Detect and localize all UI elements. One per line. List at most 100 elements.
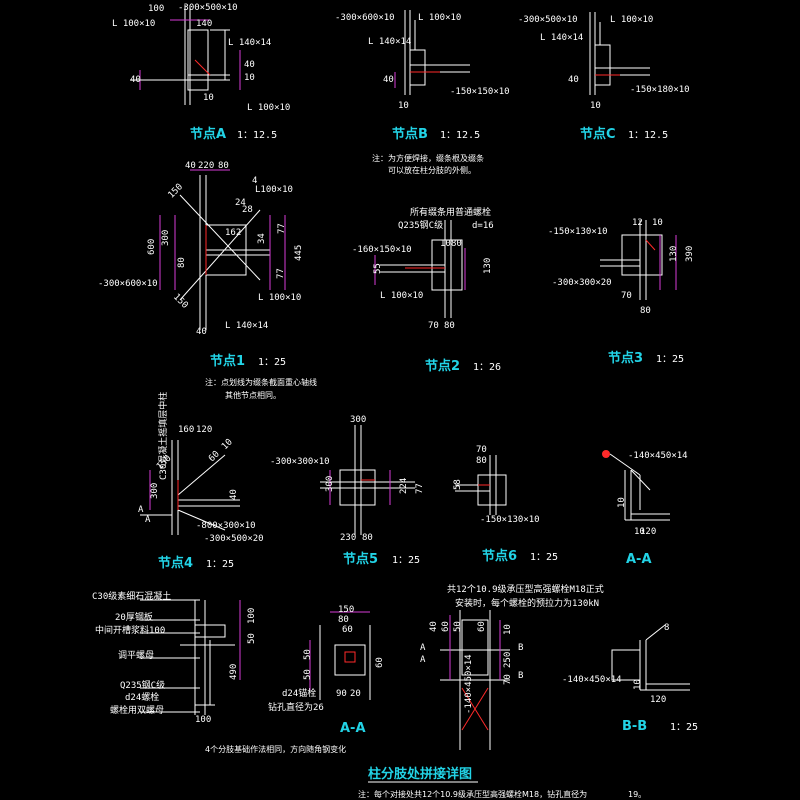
- foundation-dim-100: 100: [195, 715, 211, 725]
- node-3-plate1-label: -150×130×10: [548, 227, 608, 237]
- section-bb: 8 -140×450×14 10 120 B-B 1：25: [562, 623, 698, 734]
- node-1-dim-150b: 150: [171, 292, 190, 311]
- splice-detail: 共12个10.9级承压型高强螺栓M18正式 安装时，每个螺栓的预拉力为130kN…: [420, 583, 604, 750]
- foundation-note: 4个分肢基础作法相同，方向随角钢变化: [205, 744, 346, 754]
- node-3-plate2-label: -300×300×20: [552, 278, 612, 288]
- splice-dim-60: 60: [441, 621, 451, 632]
- node-4-dim-120: 120: [196, 425, 212, 435]
- node-c-plate2-label: -150×180×10: [630, 85, 690, 95]
- foundation-label-2: 20厚钢板: [115, 611, 153, 623]
- node-1-dim-80b: 80: [177, 257, 187, 268]
- foundation-label-4: 调平螺母: [118, 650, 154, 661]
- node-1-dim-40a: 40: [185, 161, 196, 171]
- node-5-dim-300b: 300: [325, 476, 335, 492]
- node-3: 12 10 -150×130×10 130 390 -300×300×20 70…: [548, 218, 695, 366]
- splice-label-a2: A: [420, 655, 426, 665]
- node-1-angle2-label: L 100×10: [258, 293, 301, 303]
- node-a-scale: 1：12.5: [237, 130, 277, 141]
- node-c-dim-40: 40: [568, 75, 579, 85]
- node-1-dim-80: 80: [218, 161, 229, 171]
- node-3-dim-390: 390: [685, 246, 695, 262]
- node-1-dim-34: 34: [257, 233, 267, 244]
- node-1-angle1-label: L100×10: [255, 185, 293, 195]
- foundation-label-5: Q235钢C级: [120, 679, 165, 691]
- node-1-dim-24: 24: [235, 198, 246, 208]
- section-bb-plate-label: -140×450×14: [562, 675, 622, 685]
- section-bb-dim-120: 120: [650, 695, 666, 705]
- node-b-title: 节点B: [392, 126, 428, 142]
- node-5-dim-77: 77: [415, 483, 425, 494]
- node-1-plate-label: -300×600×10: [98, 279, 158, 289]
- node-a: 100 -300×500×10 L 100×10 140 L 140×14 40…: [112, 3, 290, 142]
- foundation-label-3: 中间开槽浆料100: [95, 624, 165, 636]
- node-5-dim-224: 224: [399, 478, 409, 494]
- node-2-dim-70: 70: [428, 321, 439, 331]
- node-c: -300×500×10 L 100×10 L 140×14 -150×180×1…: [518, 12, 690, 142]
- splice-heading-2: 安装时，每个螺栓的预拉力为130kN: [455, 597, 599, 609]
- node-2-dim-80: 80: [451, 239, 462, 249]
- node-4-scale: 1：25: [206, 559, 234, 570]
- node-c-dim-10: 10: [590, 101, 601, 111]
- node-2-dim-130: 130: [483, 258, 493, 274]
- node-4-label-a: A: [138, 505, 144, 515]
- section-aa2-dim-60: 60: [342, 625, 353, 635]
- node-c-title: 节点C: [580, 126, 616, 142]
- node-6-plate-label: -150×130×10: [480, 515, 540, 525]
- node-b: -300×600×10 L 100×10 L 140×14 -150×150×1…: [335, 10, 510, 175]
- node-6-dim-58: 58: [453, 479, 463, 490]
- node-1-dim-445: 445: [294, 245, 304, 261]
- node-a-dim-10: 10: [244, 73, 255, 83]
- node-1-dim-77b: 77: [276, 268, 286, 279]
- node-1-dim-220: 220: [198, 161, 214, 171]
- section-bb-scale: 1：25: [670, 722, 698, 733]
- splice-label-b2: B: [518, 671, 523, 681]
- splice-plate-label: -140×450×14: [464, 654, 474, 714]
- node-5: 300 -300×300×10 300 224 77 230 80 节点5 1：…: [270, 415, 425, 567]
- section-aa2-title: A-A: [340, 721, 366, 736]
- section-aa2-hole: 钻孔直径为26: [268, 701, 324, 713]
- node-2-dim-10: 10: [440, 239, 451, 249]
- node-a-angle3-label: L 100×10: [247, 103, 290, 113]
- node-5-dim-230: 230: [340, 533, 356, 543]
- main-title: 柱分肢处拼接详图: [368, 766, 472, 782]
- splice-dim-50: 50: [453, 621, 463, 632]
- node-5-dim-300: 300: [350, 415, 366, 425]
- node-4-side-label: C30混凝土摇填层中柱: [157, 392, 169, 480]
- node-1-dim-600: 600: [147, 239, 157, 255]
- note-bc-line1: 注：为方便焊接，缀条根及缀条: [372, 153, 484, 163]
- node-4-dim-150: 150: [155, 454, 174, 473]
- splice-dim-10: 10: [503, 624, 513, 635]
- node-3-dim-130: 130: [669, 246, 679, 262]
- node-c-plate1-label: -300×500×10: [518, 15, 578, 25]
- node-1-dim-40: 40: [196, 327, 207, 337]
- node-3-dim-70: 70: [621, 291, 632, 301]
- section-bb-dim-10: 10: [633, 679, 643, 690]
- section-aa2-dim-60b: 60: [375, 657, 385, 668]
- foundation-dim-100b: 100: [247, 608, 257, 624]
- foundation-label-1: C30级素细石混凝土: [92, 590, 171, 602]
- node-5-plate-label: -300×300×10: [270, 457, 330, 467]
- node-3-dim-12: 12: [632, 218, 643, 228]
- node-4-plate1-label: -800×300×10: [196, 521, 256, 531]
- node-a-dim-40b: 40: [130, 75, 141, 85]
- node-1-title: 节点1: [210, 353, 245, 369]
- node-a-dim-140: 140: [196, 19, 212, 29]
- foundation-label-7: 螺栓用双螺母: [110, 704, 164, 716]
- node-4-dim-300: 300: [150, 483, 160, 499]
- section-aa1-plate-label: -140×450×14: [628, 451, 688, 461]
- node-3-title: 节点3: [608, 350, 643, 366]
- node-1-dim-162: 162: [225, 228, 241, 238]
- node-3-dim-80: 80: [640, 306, 651, 316]
- node-1-dim-77: 77: [277, 223, 287, 234]
- node-2-heading: 所有缀条用普通螺栓: [410, 206, 491, 218]
- node-2-bolt-dia: d=16: [472, 221, 494, 231]
- node-5-scale: 1：25: [392, 555, 420, 566]
- node-2-title: 节点2: [425, 358, 460, 374]
- node-1-dim-300: 300: [161, 230, 171, 246]
- foundation-dim-490: 490: [229, 664, 239, 680]
- node-6: 70 80 58 -150×130×10 节点6 1：25: [453, 445, 558, 564]
- note-1-line2: 其他节点相同。: [225, 390, 281, 400]
- node-c-angle1-label: L 100×10: [610, 15, 653, 25]
